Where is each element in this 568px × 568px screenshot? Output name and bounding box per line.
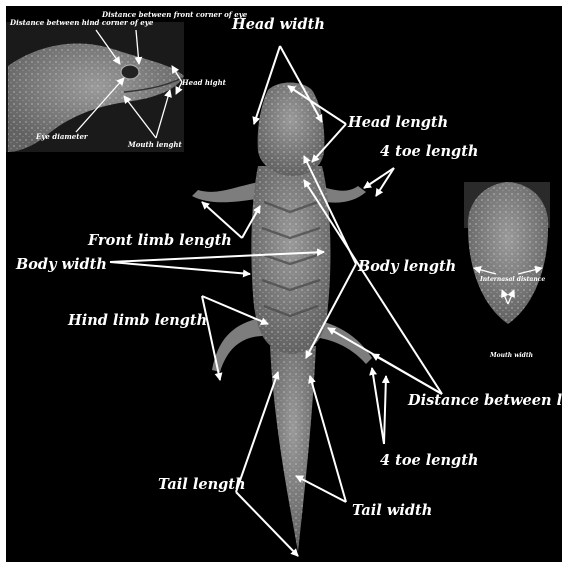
black-panel: Head width Head length 4 toe length Fron… [6, 6, 562, 562]
label-hind-limb-length: Hind limb length [68, 312, 207, 329]
arrow-hind-toe-b [384, 376, 386, 444]
label-hind-toe-length: 4 toe length [380, 452, 478, 469]
label-hind-corner-distance: Distance between hind corner of eye [10, 18, 153, 27]
front-limb-left [192, 182, 262, 202]
label-head-length: Head length [348, 114, 448, 131]
label-eye-diameter: Eye diameter [36, 132, 88, 141]
arrow-hind-limb-b [202, 296, 220, 380]
label-mouth-width: Mouth width [490, 352, 533, 359]
label-front-limb-length: Front limb length [88, 232, 232, 249]
arrow-hind-toe-a [372, 368, 384, 444]
label-internasal-distance: Internasal distance [480, 276, 545, 283]
label-body-width: Body width [16, 256, 107, 273]
arrow-body-width-left [110, 262, 250, 274]
label-tail-length: Tail length [158, 476, 246, 493]
arrow-front-toe-b [376, 168, 394, 196]
arrow-tail-length-up [236, 372, 278, 492]
side-view-eye [121, 65, 139, 79]
label-mouth-length: Mouth lenght [128, 140, 182, 149]
illustration [6, 6, 562, 562]
label-body-length: Body length [358, 258, 456, 275]
arrow-tail-width-a [310, 376, 346, 502]
arrow-legs-distance-c [372, 354, 442, 394]
hind-limb-left [212, 318, 264, 372]
arrow-tail-length-down [236, 492, 298, 556]
label-front-toe-length: 4 toe length [380, 143, 478, 160]
arrow-front-toe-a [364, 168, 394, 188]
label-front-corner-distance: Distance between front corner of eye [102, 10, 247, 19]
label-head-height: Head hight [182, 78, 226, 87]
label-tail-width: Tail width [352, 502, 432, 519]
label-distance-between-legs: Distance between legs [408, 392, 562, 409]
